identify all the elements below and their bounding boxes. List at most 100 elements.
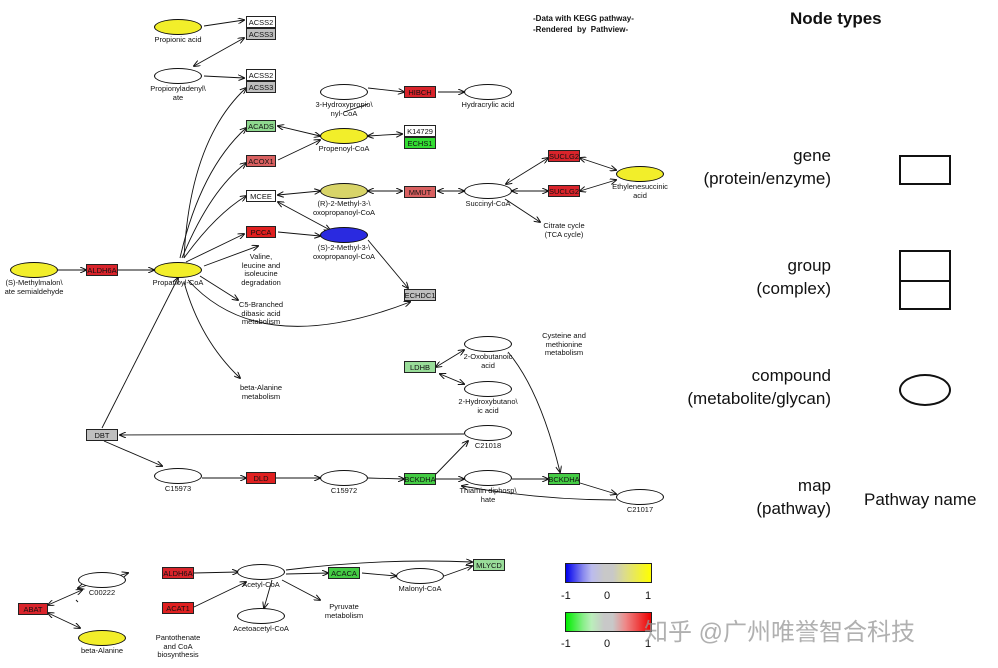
compound-tick-zero: 0: [604, 590, 611, 602]
gene-echdc1[interactable]: ECHDC1: [404, 289, 436, 301]
edge-14: [367, 87, 404, 92]
compound-rmethyl[interactable]: [320, 183, 368, 199]
map-pyruvate[interactable]: Pyruvate metabolism: [324, 602, 364, 620]
compound-label-c21017: C21017: [626, 505, 654, 514]
edge-4: [181, 163, 246, 259]
gene-acox1[interactable]: ACOX1: [246, 155, 276, 167]
watermark: 知乎 @广州唯誉智合科技: [644, 619, 916, 646]
compound-succinyl[interactable]: [464, 183, 512, 199]
compound-label-oxobutanoic: 2-Oxobutanoic acid: [463, 352, 513, 370]
edge-2: [203, 76, 244, 78]
compound-propanoyl[interactable]: [154, 262, 202, 278]
edge-37: [435, 441, 468, 475]
edge-6: [183, 196, 246, 259]
gene-acaca[interactable]: ACACA: [328, 567, 360, 579]
compound-smethyl[interactable]: [320, 227, 368, 243]
compound-betaalanine[interactable]: [78, 630, 126, 646]
gene-suclg2b[interactable]: SUCLG2: [548, 185, 580, 197]
edge-41: [462, 486, 617, 501]
gene-pcca[interactable]: PCCA: [246, 226, 276, 238]
compound-oxobutanoic[interactable]: [464, 336, 512, 352]
compound-hydracrylic[interactable]: [464, 84, 512, 100]
gene-acss3a[interactable]: ACSS3: [246, 28, 276, 40]
gene-acss2a[interactable]: ACSS2: [246, 16, 276, 28]
legend-group-box: [899, 250, 951, 310]
legend-map-sample: Pathway name: [864, 490, 977, 509]
edge-10: [187, 279, 410, 327]
compound-malonylcoa[interactable]: [396, 568, 444, 584]
compound-tick-neg: -1: [561, 590, 571, 602]
compound-acetoacetyl[interactable]: [237, 608, 285, 624]
compound-c21018[interactable]: [464, 425, 512, 441]
edge-47: [48, 590, 82, 605]
compound-hydroxybutanoic[interactable]: [464, 381, 512, 397]
compound-c15972[interactable]: [320, 470, 368, 486]
compound-ethylenesuccinic[interactable]: [616, 166, 664, 182]
gene-k14729[interactable]: K14729: [404, 125, 436, 137]
legend-map-label: map (pathway): [756, 476, 831, 518]
compound-label-c15972: C15972: [330, 486, 358, 495]
compound-label-propanoyl: Propanoyl-CoA: [152, 278, 204, 287]
edge-36: [367, 478, 404, 479]
map-pantothenate[interactable]: Pantothenate and CoA biosynthesis: [155, 633, 201, 660]
compound-propionic[interactable]: [154, 19, 202, 35]
compound-thiamin[interactable]: [464, 470, 512, 486]
gene-mmut[interactable]: MMUT: [404, 186, 436, 198]
map-betaalaninemet[interactable]: beta-Alanine metabolism: [239, 383, 283, 401]
compound-label-propionyladenylate: Propionyladenyl\ ate: [150, 84, 206, 102]
edge-54: [443, 566, 472, 577]
compound-hydroxypropionyl[interactable]: [320, 84, 368, 100]
map-c5branched[interactable]: C5-Branched dibasic acid metabolism: [238, 300, 284, 327]
gene-bckdha2[interactable]: BCKDHA: [548, 473, 580, 485]
gene-dbt[interactable]: DBT: [86, 429, 118, 441]
compound-label-betaalanine: beta-Alanine: [80, 646, 124, 655]
gene-mlycd[interactable]: MLYCD: [473, 559, 505, 571]
edge-56: [281, 579, 320, 600]
legend-gene-box: [899, 155, 951, 185]
gene-dld[interactable]: DLD: [246, 472, 276, 484]
gene-hibch[interactable]: HIBCH: [404, 86, 436, 98]
edge-40: [579, 482, 616, 494]
gene-echs1[interactable]: ECHS1: [404, 137, 436, 149]
gene-acss3b[interactable]: ACSS3: [246, 81, 276, 93]
edge-49: [193, 572, 238, 573]
edge-0: [203, 20, 244, 27]
compound-c00222[interactable]: [78, 572, 126, 588]
compound-label-rmethyl: (R)-2-Methyl-3-\ oxopropanoyl-CoA: [312, 199, 376, 217]
gene-acss2b[interactable]: ACSS2: [246, 69, 276, 81]
edge-55: [264, 579, 273, 608]
edge-1: [194, 38, 244, 66]
gene-bckdha1[interactable]: BCKDHA: [404, 473, 436, 485]
compound-c21017[interactable]: [616, 489, 664, 505]
compound-propionyladenylate[interactable]: [154, 68, 202, 84]
compound-c15973[interactable]: [154, 468, 202, 484]
compound-label-ethylenesuccinic: Ethylenesuccinic acid: [612, 182, 668, 200]
edge-8: [203, 246, 258, 267]
compound-label-acetylcoa: Acetyl-CoA: [242, 580, 280, 589]
gene-aldh6a[interactable]: ALDH6A: [86, 264, 118, 276]
gene-tick-pos: 1: [645, 638, 652, 650]
gene-acads[interactable]: ACADS: [246, 120, 276, 132]
edge-52: [285, 573, 328, 574]
gene-mcee[interactable]: MCEE: [246, 190, 276, 202]
gene-suclg2a[interactable]: SUCLG2: [548, 150, 580, 162]
compound-label-thiamin: Thiamin diphosp\ hate: [459, 486, 517, 504]
edge-33: [103, 440, 162, 466]
compound-label-hydroxybutanoic: 2-Hydroxybutano\ ic acid: [458, 397, 518, 415]
gene-acat1[interactable]: ACAT1: [162, 602, 194, 614]
map-valine[interactable]: Valine, leucine and isoleucine degradati…: [241, 252, 281, 287]
compound-acetylcoa[interactable]: [237, 564, 285, 580]
gene-abat[interactable]: ABAT: [18, 603, 48, 615]
edge-18: [278, 191, 320, 195]
map-cysteine[interactable]: Cysteine and methionine metabolism: [542, 331, 586, 358]
gene-tick-zero: 0: [604, 638, 611, 650]
gene-aldh6a2[interactable]: ALDH6A: [162, 567, 194, 579]
compound-smethylmalon[interactable]: [10, 262, 58, 278]
map-citrate[interactable]: Citrate cycle (TCA cycle): [543, 221, 585, 239]
gene-ldhb[interactable]: LDHB: [404, 361, 436, 373]
edge-5: [183, 88, 246, 259]
compound-propenoyl[interactable]: [320, 128, 368, 144]
gene-colorbar: [565, 612, 652, 632]
edge-21: [506, 158, 548, 184]
